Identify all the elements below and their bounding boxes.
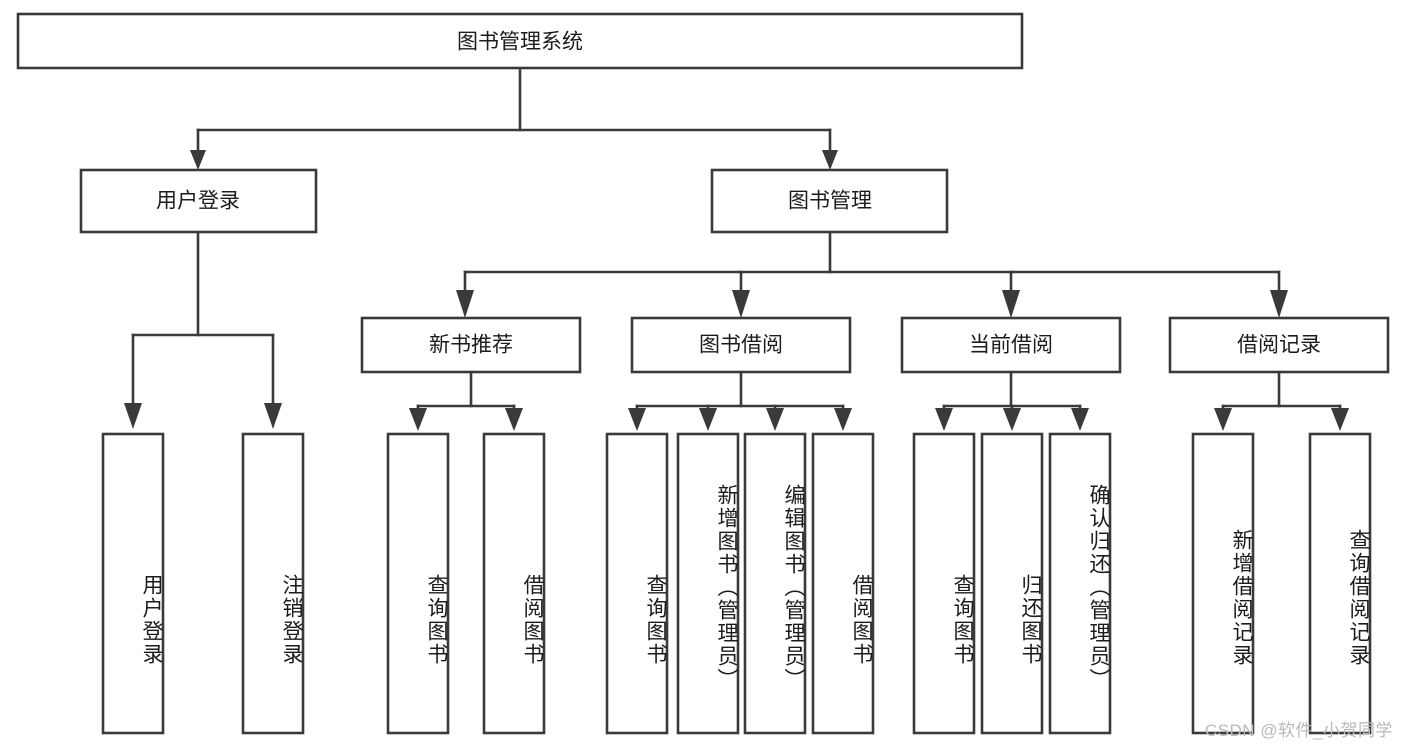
node-user-login-box[interactable] bbox=[79, 168, 318, 234]
arrowhead-nb-leaf2 bbox=[505, 408, 523, 431]
connectors-book-manage-to-level3 bbox=[456, 230, 1288, 318]
arrowhead-nb-leaf1 bbox=[409, 408, 427, 431]
leaf-box-bb-edit-book[interactable] bbox=[743, 432, 807, 735]
node-borrow-record[interactable]: 借阅记录 bbox=[1168, 316, 1390, 374]
arrowhead-leaf-logout bbox=[264, 403, 282, 429]
node-book-borrow-label: 图书借阅 bbox=[699, 334, 783, 357]
connectors-root-to-level2 bbox=[190, 66, 838, 170]
node-book-borrow[interactable]: 图书借阅 bbox=[630, 316, 852, 374]
arrowhead-bb-leaf1 bbox=[628, 408, 646, 431]
node-new-book-recommend[interactable]: 新书推荐 bbox=[360, 316, 582, 374]
node-user-login-label: 用户登录 bbox=[156, 190, 240, 213]
node-new-book-recommend-box[interactable] bbox=[360, 316, 582, 374]
leaf-box-nb-query-book[interactable] bbox=[386, 432, 450, 735]
node-root-system[interactable]: 图书管理系统 bbox=[16, 12, 1024, 70]
leaf-box-bb-add-book[interactable] bbox=[676, 432, 740, 735]
node-borrow-record-label: 借阅记录 bbox=[1237, 334, 1321, 357]
node-user-login[interactable]: 用户登录 bbox=[79, 168, 318, 234]
leaf-box-bb-query-book[interactable] bbox=[605, 432, 669, 735]
leaf-box-cb-query-book[interactable] bbox=[912, 432, 976, 735]
arrowhead-bb-leaf4 bbox=[834, 408, 852, 431]
arrowhead-user-login bbox=[190, 150, 206, 170]
arrowhead-borrow-record bbox=[1270, 290, 1288, 318]
node-book-management[interactable]: 图书管理 bbox=[710, 168, 949, 234]
node-book-management-box[interactable] bbox=[710, 168, 949, 234]
arrowhead-leaf-user-login bbox=[124, 403, 142, 429]
leaf-boxes bbox=[101, 432, 1372, 735]
node-current-borrow-label: 当前借阅 bbox=[969, 334, 1053, 357]
arrowhead-new-book bbox=[456, 290, 474, 318]
arrowhead-br-leaf2 bbox=[1331, 408, 1349, 431]
leaf-box-nb-borrow-book[interactable] bbox=[482, 432, 546, 735]
node-book-management-label: 图书管理 bbox=[788, 190, 872, 213]
node-root-label: 图书管理系统 bbox=[457, 31, 583, 54]
node-borrow-record-box[interactable] bbox=[1168, 316, 1390, 374]
leaf-box-bb-borrow-book[interactable] bbox=[811, 432, 875, 735]
connectors-new-book-to-leaves bbox=[409, 370, 523, 431]
connectors-borrow-record-to-leaves bbox=[1214, 370, 1349, 431]
leaf-box-br-query-record[interactable] bbox=[1308, 432, 1372, 735]
leaf-box-cb-return-book[interactable] bbox=[980, 432, 1044, 735]
leaf-box-user-login[interactable] bbox=[101, 432, 165, 735]
node-current-borrow[interactable]: 当前借阅 bbox=[900, 316, 1122, 374]
arrowhead-br-leaf1 bbox=[1214, 408, 1232, 431]
leaf-box-cb-confirm-return[interactable] bbox=[1048, 432, 1112, 735]
leaf-box-br-add-record[interactable] bbox=[1191, 432, 1255, 735]
node-book-borrow-box[interactable] bbox=[630, 316, 852, 374]
node-new-book-recommend-label: 新书推荐 bbox=[429, 334, 513, 357]
connectors-current-borrow-to-leaves bbox=[935, 370, 1089, 431]
arrowhead-book-borrow bbox=[732, 290, 750, 318]
connectors-user-login-to-leaves bbox=[124, 230, 282, 429]
arrowhead-bb-leaf2 bbox=[699, 408, 717, 431]
arrowhead-cb-leaf2 bbox=[1003, 408, 1021, 431]
arrowhead-bb-leaf3 bbox=[766, 408, 784, 431]
arrowhead-cb-leaf1 bbox=[935, 408, 953, 431]
leaf-box-logout[interactable] bbox=[241, 432, 305, 735]
connectors-book-borrow-to-leaves bbox=[628, 370, 852, 431]
node-root-box[interactable] bbox=[16, 12, 1024, 70]
csdn-watermark: CSDN @软件_小贺同学 bbox=[1204, 721, 1393, 740]
arrowhead-cb-leaf3 bbox=[1071, 408, 1089, 431]
node-current-borrow-box[interactable] bbox=[900, 316, 1122, 374]
arrowhead-book-manage bbox=[822, 150, 838, 170]
arrowhead-current-borrow bbox=[1002, 290, 1020, 318]
